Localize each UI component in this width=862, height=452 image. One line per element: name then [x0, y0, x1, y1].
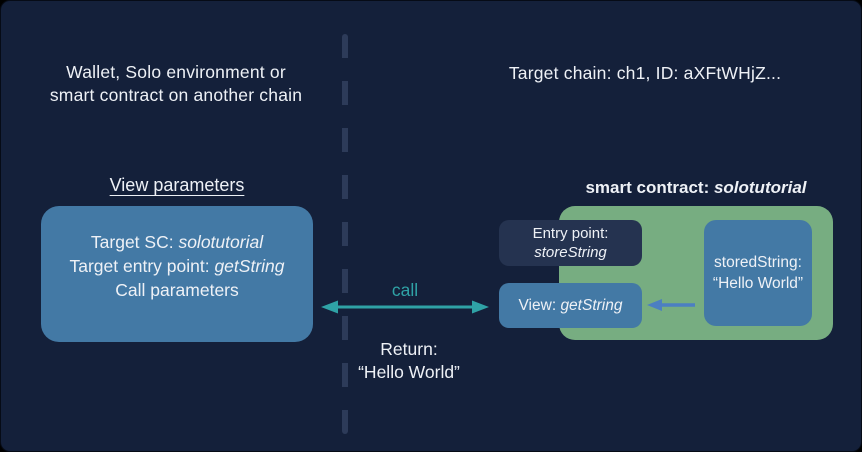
target-sc-value: solotutorial	[178, 232, 264, 252]
return-line1: Return:	[380, 339, 438, 359]
read-state-arrow-icon	[647, 299, 695, 311]
view-request-box: Target SC: solotutorial Target entry poi…	[41, 206, 313, 342]
smart-contract-name: solotutorial	[713, 178, 807, 197]
target-chain-heading: Target chain: ch1, ID: aXFtWHjZ...	[508, 63, 782, 83]
return-line2: “Hello World”	[358, 362, 460, 382]
view-getstring-box: View: getString	[499, 283, 642, 328]
call-arrow-label: call	[391, 280, 419, 300]
return-value-label: Return: “Hello World”	[323, 338, 495, 384]
entry-point-label: Entry point:	[532, 225, 609, 242]
caller-heading-line1: Wallet, Solo environment or	[66, 62, 286, 82]
call-arrow-icon	[321, 300, 489, 314]
smart-contract-label: smart contract: solotutorial	[585, 178, 807, 197]
view-parameters-label: View parameters	[109, 175, 245, 195]
entry-point-box: Entry point: storeString	[499, 220, 642, 266]
view-line: View: getString	[518, 297, 623, 314]
entry-point-value: storeString	[534, 244, 607, 261]
target-entry-point-line: Target entry point: getString	[69, 256, 285, 276]
stored-string-label: storedString:	[714, 254, 802, 271]
target-sc-line: Target SC: solotutorial	[90, 232, 264, 252]
caller-heading: Wallet, Solo environment or smart contra…	[21, 61, 331, 107]
caller-heading-line2: smart contract on another chain	[49, 85, 303, 105]
stored-string-box: storedString: “Hello World”	[704, 220, 812, 326]
chain-boundary-divider	[342, 34, 348, 434]
stored-string-value: “Hello World”	[712, 275, 804, 292]
target-entry-point-value: getString	[214, 256, 285, 276]
view-value: getString	[560, 297, 623, 314]
call-parameters-line: Call parameters	[115, 280, 239, 300]
